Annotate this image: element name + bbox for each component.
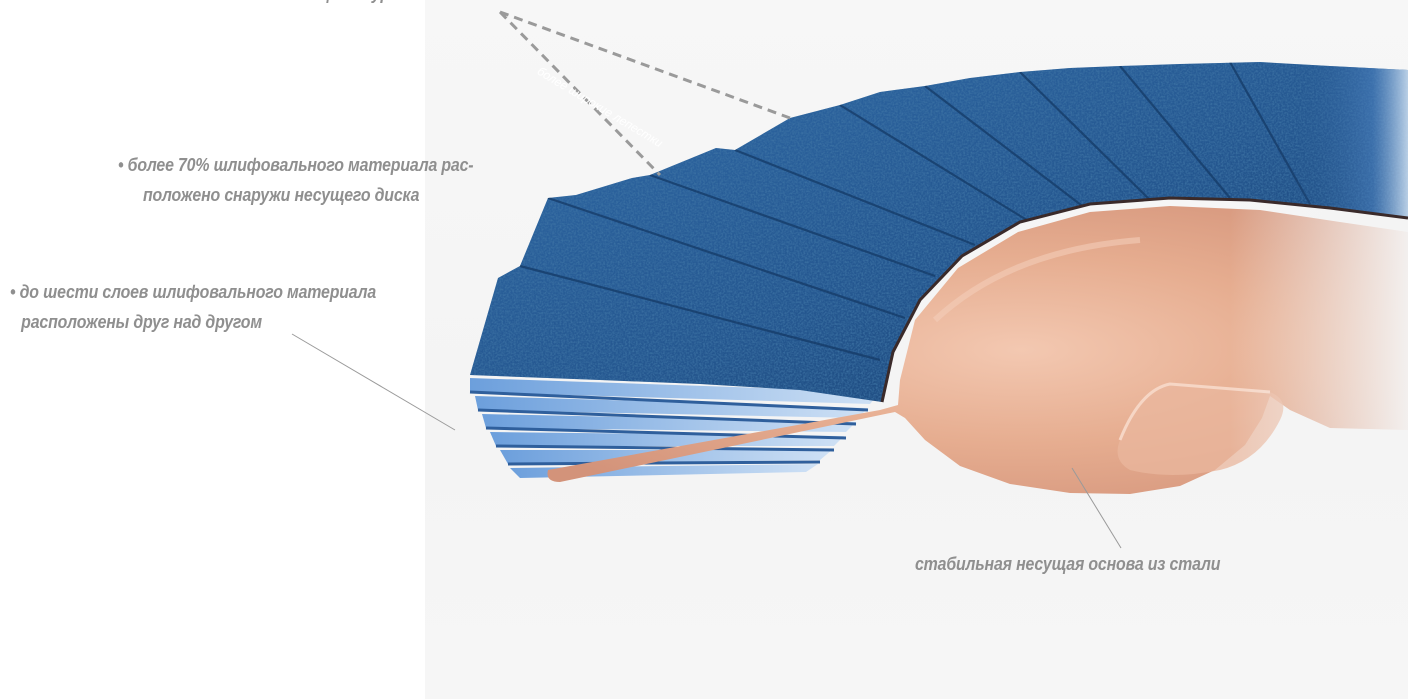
label-steel-base-text: стабильная несущая основа из стали — [915, 549, 1220, 579]
label-six-layers-line1: • до шести слоев шлифовального материала — [10, 277, 376, 307]
label-top-cut: на выдающемся уровне достигается — [238, 0, 540, 8]
label-material-outside-line2: положено снаружи несущего диска — [118, 180, 473, 210]
label-material-outside: • более 70% шлифовального материала рас-… — [118, 150, 473, 210]
abrasive-layer-stack — [470, 378, 880, 478]
layers-leader — [292, 334, 455, 430]
label-top-cut-text: на выдающемся уровне достигается — [238, 0, 540, 8]
label-six-layers: • до шести слоев шлифовального материала… — [10, 277, 376, 337]
label-material-outside-line1: • более 70% шлифовального материала рас- — [118, 150, 473, 180]
label-six-layers-line2: расположены друг над другом — [10, 307, 376, 337]
label-steel-base: стабильная несущая основа из стали — [915, 549, 1220, 579]
